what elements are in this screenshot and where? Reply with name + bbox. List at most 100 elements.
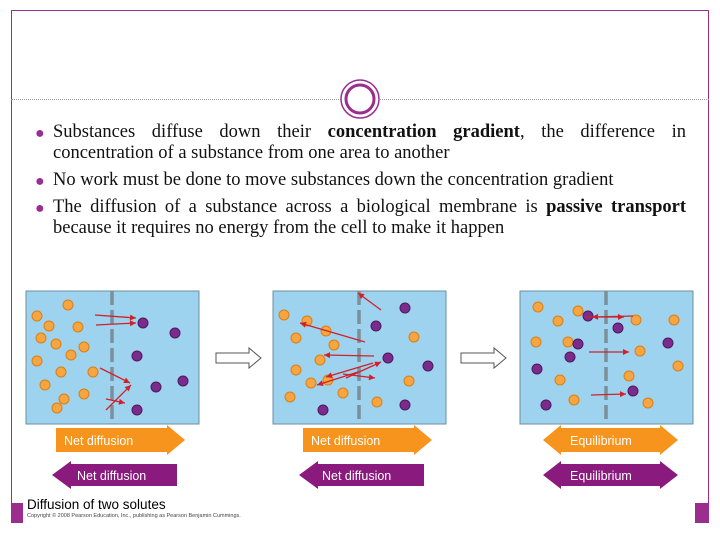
arrowhead-icon bbox=[118, 398, 125, 405]
transport-arrow-line bbox=[591, 315, 634, 318]
transport-arrow-line bbox=[94, 314, 137, 319]
purple-solute bbox=[582, 310, 594, 322]
arrowhead-icon bbox=[368, 374, 375, 381]
net-diffusion-arrow-purple-2: Net diffusion bbox=[299, 461, 424, 489]
chamber-intermediate bbox=[272, 290, 447, 425]
purple-solute bbox=[177, 375, 189, 387]
orange-solute bbox=[87, 366, 99, 378]
purple-solute bbox=[382, 352, 394, 364]
net-diffusion-label: Net diffusion bbox=[311, 434, 380, 448]
purple-solute bbox=[370, 320, 382, 332]
transport-arrow-line bbox=[325, 362, 374, 378]
orange-solute bbox=[290, 332, 302, 344]
bullet-item: ● No work must be done to move substances… bbox=[33, 170, 686, 191]
orange-solute bbox=[530, 336, 542, 348]
arrowhead-icon bbox=[123, 377, 130, 383]
purple-solute bbox=[131, 350, 143, 362]
transport-arrow-line bbox=[316, 371, 359, 386]
arrowhead-icon bbox=[623, 349, 629, 355]
net-diffusion-label: Net diffusion bbox=[322, 469, 391, 483]
orange-solute bbox=[568, 394, 580, 406]
purple-solute bbox=[399, 399, 411, 411]
arrowhead-icon bbox=[619, 391, 626, 398]
net-diffusion-label: Net diffusion bbox=[77, 469, 146, 483]
arrowhead-icon bbox=[592, 313, 599, 320]
equilibrium-arrow-purple: Equilibrium bbox=[543, 461, 678, 489]
copyright-note: Copyright © 2008 Pearson Education, Inc.… bbox=[27, 513, 241, 519]
arrowhead-icon bbox=[129, 314, 136, 321]
orange-solute bbox=[72, 321, 84, 333]
purple-solute bbox=[612, 322, 624, 334]
orange-solute bbox=[623, 370, 635, 382]
bullet-list: ● Substances diffuse down their concentra… bbox=[33, 122, 686, 245]
purple-solute bbox=[564, 351, 576, 363]
purple-solute bbox=[422, 360, 434, 372]
purple-solute bbox=[399, 302, 411, 314]
orange-solute bbox=[371, 396, 383, 408]
orange-solute bbox=[305, 377, 317, 389]
orange-solute bbox=[630, 314, 642, 326]
bold-term: concentration gradient bbox=[327, 122, 520, 142]
net-diffusion-arrow-purple-1: Net diffusion bbox=[52, 461, 177, 489]
arrowhead-icon bbox=[618, 314, 624, 320]
orange-solute bbox=[284, 391, 296, 403]
orange-solute bbox=[55, 366, 67, 378]
purple-solute bbox=[540, 399, 552, 411]
purple-solute bbox=[572, 338, 584, 350]
bullet-item: ● Substances diffuse down their concentra… bbox=[33, 122, 686, 164]
orange-solute bbox=[278, 309, 290, 321]
bullet-dot-icon: ● bbox=[35, 200, 45, 217]
bullet-text: The diffusion of a substance across a bi… bbox=[53, 197, 547, 217]
orange-solute bbox=[562, 336, 574, 348]
equilibrium-arrow-orange: Equilibrium bbox=[543, 425, 678, 455]
equilibrium-label: Equilibrium bbox=[570, 434, 632, 448]
net-diffusion-label: Net diffusion bbox=[64, 434, 133, 448]
arrowhead-icon bbox=[317, 380, 324, 387]
process-arrow-icon bbox=[460, 346, 507, 370]
orange-solute bbox=[642, 397, 654, 409]
transport-arrow-line bbox=[95, 322, 137, 326]
orange-solute bbox=[337, 387, 349, 399]
transport-arrow-line bbox=[345, 361, 382, 379]
purple-solute bbox=[131, 404, 143, 416]
arrowhead-icon bbox=[326, 372, 333, 379]
orange-solute bbox=[78, 341, 90, 353]
net-diffusion-arrow-orange-1: Net diffusion bbox=[56, 425, 185, 455]
orange-solute bbox=[572, 305, 584, 317]
figure-caption: Diffusion of two solutes bbox=[27, 497, 166, 512]
transport-arrow-line bbox=[299, 322, 366, 343]
orange-solute bbox=[403, 375, 415, 387]
arrowhead-icon bbox=[124, 385, 131, 392]
orange-solute bbox=[51, 402, 63, 414]
orange-solute bbox=[554, 374, 566, 386]
purple-solute bbox=[531, 363, 543, 375]
orange-solute bbox=[31, 310, 43, 322]
net-diffusion-arrow-orange-2: Net diffusion bbox=[303, 425, 432, 455]
bullet-text: Substances diffuse down their bbox=[53, 122, 328, 142]
orange-solute bbox=[552, 315, 564, 327]
arrowhead-icon bbox=[324, 352, 331, 359]
orange-solute bbox=[78, 388, 90, 400]
bold-term: passive transport bbox=[546, 197, 686, 217]
orange-solute bbox=[43, 320, 55, 332]
bullet-dot-icon: ● bbox=[35, 173, 45, 190]
orange-solute bbox=[62, 299, 74, 311]
bullet-item: ● The diffusion of a substance across a b… bbox=[33, 197, 686, 239]
bullet-text: No work must be done to move substances … bbox=[53, 170, 614, 190]
orange-solute bbox=[39, 379, 51, 391]
orange-solute bbox=[31, 355, 43, 367]
purple-solute bbox=[662, 337, 674, 349]
chamber-initial bbox=[25, 290, 200, 425]
arrowhead-icon bbox=[300, 321, 307, 328]
orange-solute bbox=[58, 393, 70, 405]
ornament-ring-icon bbox=[340, 79, 380, 119]
equilibrium-label: Equilibrium bbox=[570, 469, 632, 483]
arrowhead-icon bbox=[374, 361, 381, 368]
process-arrow-icon bbox=[215, 346, 262, 370]
orange-solute bbox=[35, 332, 47, 344]
arrowhead-icon bbox=[358, 293, 365, 299]
orange-solute bbox=[408, 331, 420, 343]
bullet-dot-icon: ● bbox=[35, 125, 45, 142]
purple-solute bbox=[627, 385, 639, 397]
transport-arrow-line bbox=[323, 354, 375, 357]
